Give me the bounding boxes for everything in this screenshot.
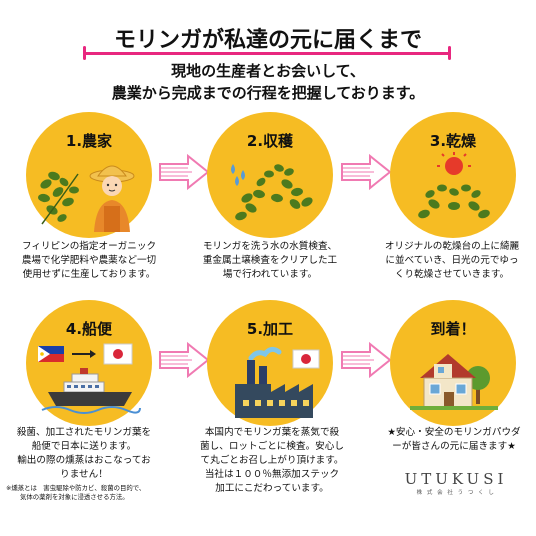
desc-line: モリンガを洗う水の水質検査、	[202, 241, 338, 252]
step-farmer-desc: フィリピンの指定オーガニック 農場で化学肥料や農薬など一切 使用せずに生産してお…	[4, 240, 174, 282]
desc-line: 当社は１００％無添加ステック	[204, 469, 340, 480]
desc-line: 本国内でモリンガ葉を蒸気で殺	[204, 427, 340, 438]
desc-line: くり乾燥させていきます。	[394, 269, 510, 280]
intro-line-1: 現地の生産者とお会いして、	[171, 62, 365, 80]
step-harvest-desc: モリンガを洗う水の水質検査、 重金属土壌検査をクリアした工 場で行われています。	[188, 240, 352, 282]
step-farmer-circle: 1.農家	[26, 112, 152, 238]
brand-subtitle: 株 式 会 社 う つ く し	[416, 490, 496, 496]
desc-line: オリジナルの乾燥台の上に綺麗	[384, 241, 520, 252]
desc-line: フィリピンの指定オーガニック	[21, 241, 157, 252]
step-arrival-desc: ★安心・安全のモリンガパウダ ーが皆さんの元に届きます★	[372, 426, 536, 454]
house-icon	[410, 354, 498, 410]
step-title-drying: 3.乾燥	[429, 132, 477, 150]
step-title-processing: 5.加工	[246, 320, 294, 338]
farmer-icon	[38, 165, 135, 232]
arrow-right-icon	[341, 153, 392, 191]
underline-cap-right	[448, 46, 451, 60]
step-processing-desc: 本国内でモリンガ葉を蒸気で殺 菌し、ロットごとに検査。安心し て丸ごとお召し上が…	[190, 426, 354, 496]
step-title-harvest: 2.収穫	[246, 132, 294, 150]
step-arrival-circle: 到着！	[390, 300, 516, 426]
step-title-farmer: 1.農家	[65, 132, 113, 150]
page-title: モリンガが私達の元に届くまで	[113, 28, 422, 53]
step-shipping-desc: 殺菌、加工されたモリンガ葉を 船便で日本に送ります。 輸出の際の燻蒸はおこなって…	[4, 426, 164, 482]
japan-flag-icon	[292, 349, 320, 369]
step-processing-circle: 5.加工	[207, 300, 333, 426]
step-title-shipping: 4.船便	[65, 320, 113, 338]
brand-name: UTUKUSI	[404, 470, 508, 488]
japan-flag-icon	[103, 343, 133, 365]
desc-line: 菌し、ロットごとに検査。安心し	[200, 441, 344, 452]
intro-text: 現地の生産者とお会いして、 農業から完成までの行程を把握しております。	[0, 60, 536, 104]
arrow-right-icon	[159, 341, 210, 379]
desc-line: ーが皆さんの元に届きます★	[392, 441, 516, 452]
desc-line: りません！	[60, 469, 108, 480]
arrow-right-icon	[159, 153, 210, 191]
page-header: モリンガが私達の元に届くまで	[0, 22, 536, 54]
step-title-arrival: 到着！	[430, 320, 476, 338]
sun-drying-icon	[418, 152, 490, 219]
arrow-right-icon	[341, 341, 392, 379]
fumigation-note: ※燻蒸とは 害虫駆除や防カビ、殺菌の目的で、 気体の薬剤を対象に浸透させる方法。	[6, 484, 145, 502]
desc-line: 船便で日本に送ります。	[31, 441, 137, 452]
intro-line-2: 農業から完成までの行程を把握しております。	[111, 84, 425, 102]
underline-cap-left	[83, 46, 86, 60]
desc-line: 輸出の際の燻蒸はおこなってお	[17, 455, 151, 466]
desc-line: 重金属土壌検査をクリアした工	[202, 255, 338, 266]
step-drying-desc: オリジナルの乾燥台の上に綺麗 に並べていき、日光の元でゆっ くり乾燥させていきま…	[368, 240, 536, 282]
brand-logo: UTUKUSI 株 式 会 社 う つ く し	[404, 470, 508, 496]
desc-line: 農場で化学肥料や農薬など一切	[21, 255, 157, 266]
step-drying-circle: 3.乾燥	[390, 112, 516, 238]
philippines-flag-icon	[38, 346, 64, 362]
step-shipping-circle: 4.船便	[26, 300, 152, 426]
factory-icon	[235, 346, 320, 418]
ship-icon	[38, 343, 141, 414]
desc-line: 加工にこだわっています。	[215, 483, 329, 494]
desc-line: に並べていき、日光の元でゆっ	[385, 255, 519, 266]
desc-line: 使用せずに生産しております。	[22, 269, 156, 280]
desc-line: て丸ごとお召し上がり頂けます。	[200, 455, 344, 466]
step-harvest-circle: 2.収穫	[207, 112, 333, 238]
note-line: ※燻蒸とは 害虫駆除や防カビ、殺菌の目的で、	[6, 484, 146, 492]
desc-line: ★安心・安全のモリンガパウダ	[387, 427, 521, 438]
note-line: 気体の薬剤を対象に浸透させる方法。	[20, 493, 129, 501]
desc-line: 場で行われています。	[222, 269, 318, 280]
title-underline	[84, 52, 450, 55]
harvest-leaves-icon	[231, 164, 313, 221]
desc-line: 殺菌、加工されたモリンガ葉を	[16, 427, 152, 438]
